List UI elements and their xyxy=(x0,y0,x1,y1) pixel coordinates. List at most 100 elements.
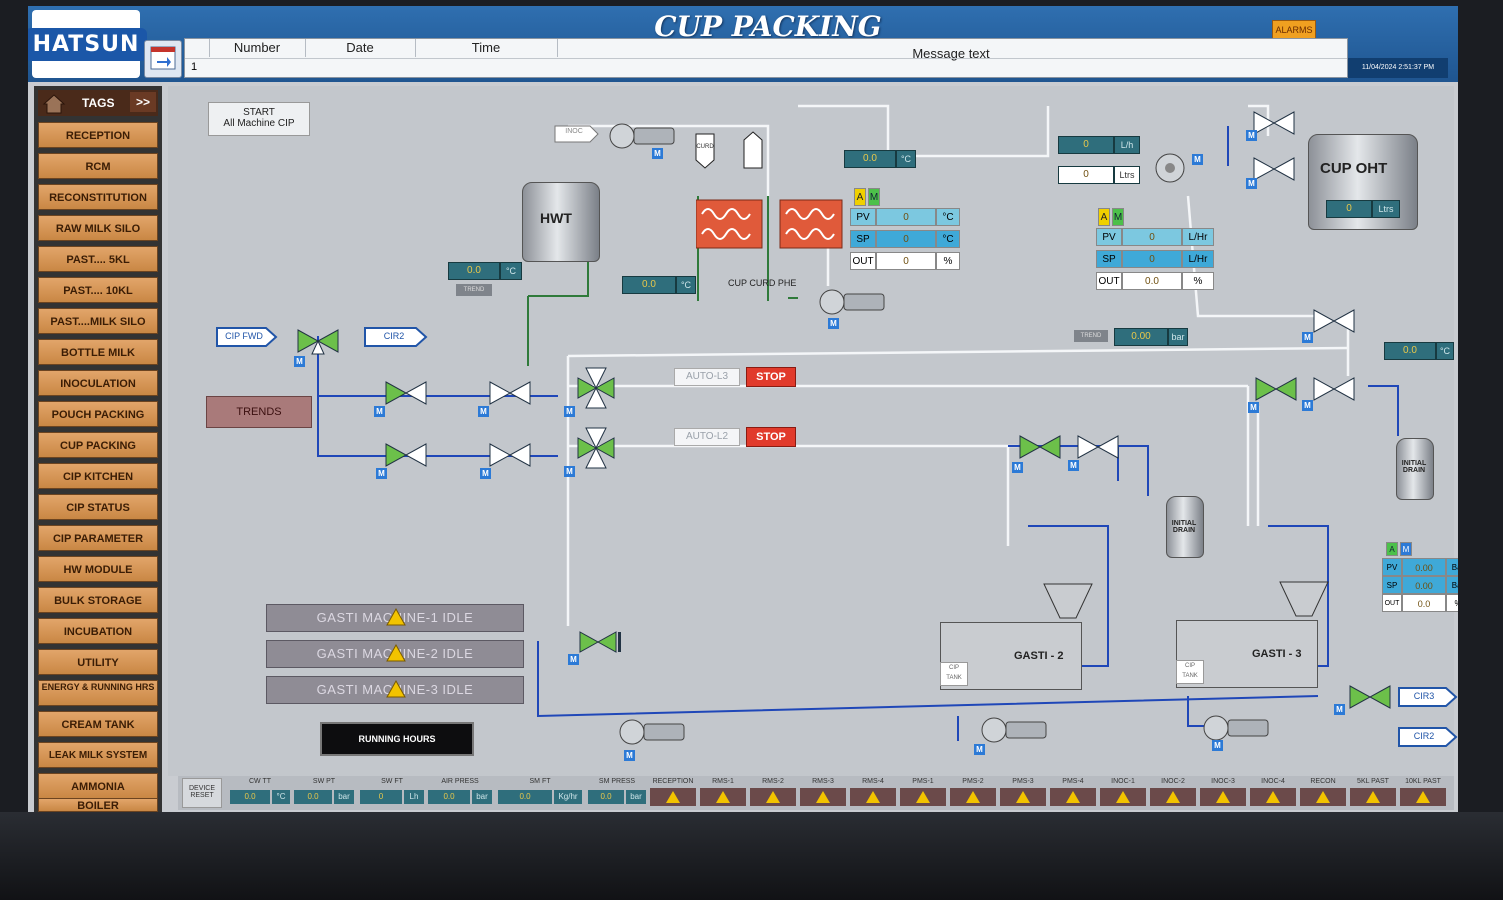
device-reset-button[interactable]: DEVICE RESET xyxy=(182,778,222,808)
past-5kl-alarm-indicator[interactable] xyxy=(1350,788,1396,806)
oht-inlet-valve-1-mode-badge[interactable]: M xyxy=(1246,130,1257,141)
initial-drain-tank-1[interactable] xyxy=(1166,496,1204,558)
inoc3-alarm-indicator[interactable] xyxy=(1200,788,1246,806)
oht-manual-flag[interactable]: M xyxy=(1112,208,1124,226)
alarm-log-icon[interactable] xyxy=(144,40,182,78)
nav-reconstitution[interactable]: RECONSTITUTION xyxy=(38,184,158,210)
cip-supply-pump-mode-badge[interactable]: M xyxy=(624,750,635,761)
nav-utility[interactable]: UTILITY xyxy=(38,649,158,675)
stop-l3-button[interactable]: STOP xyxy=(746,367,796,387)
phe-out-value[interactable]: 0 xyxy=(876,252,936,270)
cir-return-valve-icon[interactable] xyxy=(1348,682,1392,712)
line3-header-valve-icon[interactable] xyxy=(576,366,616,410)
nav-raw-milk-silo[interactable]: RAW MILK SILO xyxy=(38,215,158,241)
running-hours-button[interactable]: RUNNING HOURS xyxy=(320,722,474,756)
nav-leak-milk-system[interactable]: LEAK MILK SYSTEM xyxy=(38,742,158,768)
trends-button[interactable]: TRENDS xyxy=(206,396,312,428)
home-icon[interactable] xyxy=(42,92,66,114)
initial-drain-tank-2[interactable] xyxy=(1396,438,1434,500)
nav-hw-module[interactable]: HW MODULE xyxy=(38,556,158,582)
right-sp-value[interactable]: 0.00 xyxy=(1402,576,1446,594)
gasti3-drain-valve-icon[interactable] xyxy=(1312,374,1356,404)
oht-inlet-valve-2-mode-badge[interactable]: M xyxy=(1246,178,1257,189)
cip-fwd-valve-mode-badge[interactable]: M xyxy=(294,356,305,367)
gasti2-pump-mode-badge[interactable]: M xyxy=(974,744,985,755)
phe-pump-icon[interactable] xyxy=(818,284,888,320)
nav-pouch-packing[interactable]: POUCH PACKING xyxy=(38,401,158,427)
gasti2-drain-mode-badge[interactable]: M xyxy=(1068,460,1079,471)
nav-boiler[interactable]: BOILER xyxy=(38,798,158,812)
oht-outlet-valve-mode-badge[interactable]: M xyxy=(1302,332,1313,343)
nav-energy-running-hrs[interactable]: ENERGY & RUNNING HRS xyxy=(38,680,158,706)
more-button[interactable]: >> xyxy=(130,92,156,112)
line2-header-mode-badge[interactable]: M xyxy=(564,466,575,477)
oht-auto-flag[interactable]: A xyxy=(1098,208,1110,226)
cip-return-valve-mode-badge[interactable]: M xyxy=(568,654,579,665)
nav-past-5kl[interactable]: PAST.... 5KL xyxy=(38,246,158,272)
nav-cream-tank[interactable]: CREAM TANK xyxy=(38,711,158,737)
nav-cup-packing[interactable]: CUP PACKING xyxy=(38,432,158,458)
pms1-alarm-indicator[interactable] xyxy=(900,788,946,806)
alarm-message-table[interactable]: Number Date Time Message text 1 xyxy=(184,38,1348,78)
nav-reception[interactable]: RECEPTION xyxy=(38,122,158,148)
phe-auto-flag[interactable]: A xyxy=(854,188,866,206)
oht-out-value[interactable]: 0.0 xyxy=(1122,272,1182,290)
line2-valve-1-icon[interactable] xyxy=(384,440,428,470)
inoc-pump-mode-badge[interactable]: M xyxy=(652,148,663,159)
past-10kl-alarm-indicator[interactable] xyxy=(1400,788,1446,806)
recon-alarm-indicator[interactable] xyxy=(1300,788,1346,806)
rms4-alarm-indicator[interactable] xyxy=(850,788,896,806)
hwt-vessel[interactable] xyxy=(522,182,600,262)
oht-sp-value[interactable]: 0 xyxy=(1122,250,1182,268)
phe-manual-flag[interactable]: M xyxy=(868,188,880,206)
nav-rcm[interactable]: RCM xyxy=(38,153,158,179)
stop-l2-button[interactable]: STOP xyxy=(746,427,796,447)
gasti3-pump-icon[interactable] xyxy=(1202,710,1272,746)
cir-return-valve-mode-badge[interactable]: M xyxy=(1334,704,1345,715)
pressure-trend-button[interactable]: TREND xyxy=(1074,330,1108,342)
start-cip-button[interactable]: START All Machine CIP xyxy=(208,102,310,136)
nav-ammonia[interactable]: AMMONIA xyxy=(38,773,158,799)
gasti3-inlet-valve-icon[interactable] xyxy=(1254,374,1298,404)
pms4-alarm-indicator[interactable] xyxy=(1050,788,1096,806)
right-auto-flag[interactable]: A xyxy=(1386,542,1398,556)
cip-supply-pump-icon[interactable] xyxy=(618,714,688,750)
line3-valve-1-icon[interactable] xyxy=(384,378,428,408)
nav-past-10kl[interactable]: PAST.... 10KL xyxy=(38,277,158,303)
inoc4-alarm-indicator[interactable] xyxy=(1250,788,1296,806)
nav-past-milk-silo[interactable]: PAST....MILK SILO xyxy=(38,308,158,334)
cip-return-valve-icon[interactable] xyxy=(578,622,622,662)
gasti3-pump-mode-badge[interactable]: M xyxy=(1212,740,1223,751)
oht-outlet-valve-icon[interactable] xyxy=(1312,306,1356,336)
right-manual-flag[interactable]: M xyxy=(1400,542,1412,556)
cip-fwd-3way-valve-icon[interactable] xyxy=(296,326,340,356)
nav-cip-kitchen[interactable]: CIP KITCHEN xyxy=(38,463,158,489)
inoc1-alarm-indicator[interactable] xyxy=(1100,788,1146,806)
line3-valve-2-icon[interactable] xyxy=(488,378,532,408)
oht-inlet-valve-2-icon[interactable] xyxy=(1252,154,1296,184)
line3-header-mode-badge[interactable]: M xyxy=(564,406,575,417)
rms2-alarm-indicator[interactable] xyxy=(750,788,796,806)
rms3-alarm-indicator[interactable] xyxy=(800,788,846,806)
line2-valve-2-mode-badge[interactable]: M xyxy=(480,468,491,479)
gasti2-drain-valve-icon[interactable] xyxy=(1076,432,1120,462)
pms3-alarm-indicator[interactable] xyxy=(1000,788,1046,806)
nav-bottle-milk[interactable]: BOTTLE MILK xyxy=(38,339,158,365)
nav-incubation[interactable]: INCUBATION xyxy=(38,618,158,644)
inoc-pump-icon[interactable] xyxy=(608,118,678,154)
reception-alarm-indicator[interactable] xyxy=(650,788,696,806)
nav-cip-parameter[interactable]: CIP PARAMETER xyxy=(38,525,158,551)
gasti2-inlet-mode-badge[interactable]: M xyxy=(1012,462,1023,473)
rms1-alarm-indicator[interactable] xyxy=(700,788,746,806)
line3-valve-1-mode-badge[interactable]: M xyxy=(374,406,385,417)
pms2-alarm-indicator[interactable] xyxy=(950,788,996,806)
gasti2-pump-icon[interactable] xyxy=(980,712,1050,748)
oht-feed-pump-mode-badge[interactable]: M xyxy=(1192,154,1203,165)
gasti3-drain-mode-badge[interactable]: M xyxy=(1302,400,1313,411)
line2-header-valve-icon[interactable] xyxy=(576,426,616,470)
nav-bulk-storage[interactable]: BULK STORAGE xyxy=(38,587,158,613)
line3-valve-2-mode-badge[interactable]: M xyxy=(478,406,489,417)
phe-pump-mode-badge[interactable]: M xyxy=(828,318,839,329)
gasti2-inlet-valve-icon[interactable] xyxy=(1018,432,1062,462)
inoc2-alarm-indicator[interactable] xyxy=(1150,788,1196,806)
